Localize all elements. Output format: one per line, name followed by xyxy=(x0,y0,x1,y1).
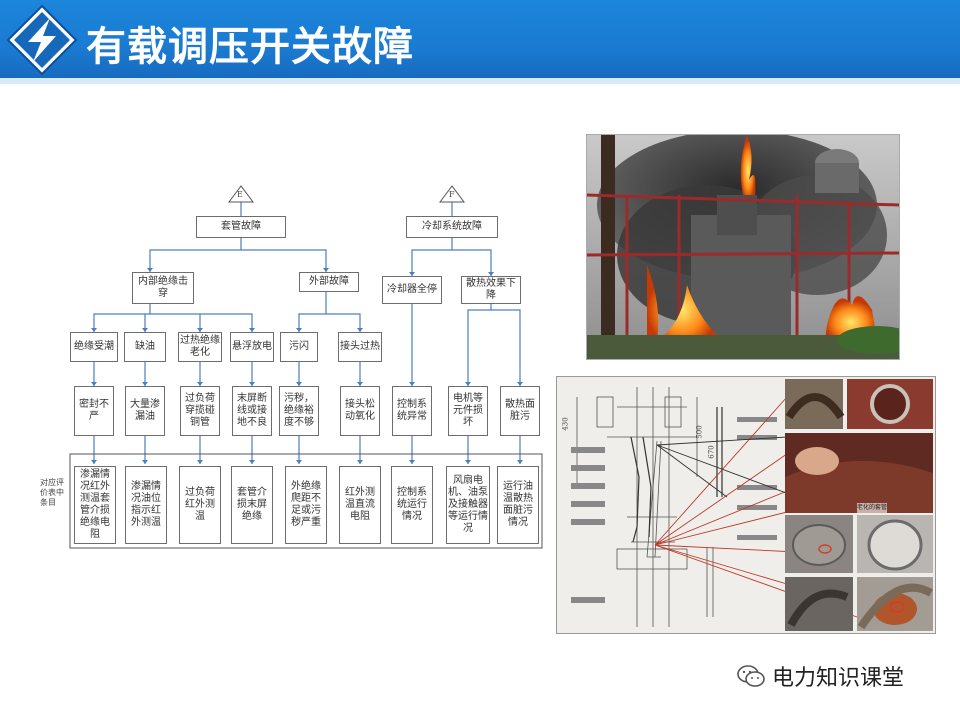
node-cooler-stop: 冷却器全停 xyxy=(382,276,442,304)
fault-pollution-flashover: 污闪 xyxy=(280,332,318,362)
fault-oil-shortage: 缺油 xyxy=(124,332,166,362)
cause-poor-seal: 密封不严 xyxy=(74,386,114,436)
node-cooling-degrade: 散热效果下降 xyxy=(461,276,521,304)
eval-item-7: 控制系统运行情况 xyxy=(391,466,433,544)
fault-tree-connectors xyxy=(69,185,543,549)
node-external-fault: 外部故障 xyxy=(299,272,359,292)
page-title: 有载调压开关故障 xyxy=(86,24,414,70)
eval-item-4: 套管介损末屏绝缘 xyxy=(231,466,273,544)
dimension-label-670: 670 xyxy=(707,445,716,459)
root-label-e: E xyxy=(237,190,243,199)
cause-component-damage: 电机等元件损坏 xyxy=(448,386,488,436)
eval-table-label: 对应评价表中条目 xyxy=(40,478,64,507)
wechat-icon xyxy=(737,665,765,687)
cause-tap-grounding: 末屏断线或接地不良 xyxy=(232,386,272,436)
eval-item-6: 红外测温直流电阻 xyxy=(339,466,381,544)
fault-joint-overheat: 接头过热 xyxy=(338,332,382,362)
eval-item-5: 外绝缘爬距不足或污秽严重 xyxy=(285,466,327,544)
cause-contamination: 污秽，绝缘裕度不够 xyxy=(279,386,319,436)
node-cooling-fault: 冷却系统故障 xyxy=(406,216,498,238)
header-bar: 有载调压开关故障 xyxy=(0,0,960,84)
cause-oil-leak: 大量渗漏油 xyxy=(125,386,165,436)
node-bushing-fault: 套管故障 xyxy=(196,216,286,238)
watermark-text: 电力知识课堂 xyxy=(772,666,905,691)
fault-tree-diagram: E F 套管故障 冷却系统故障 内部绝缘击穿 外部故障 冷却器全停 散热效果下降… xyxy=(40,180,550,560)
transformer-fire-photo xyxy=(586,134,900,360)
eval-item-3: 过负荷红外测温 xyxy=(179,466,221,544)
cause-joint-oxidation: 接头松动氧化 xyxy=(340,386,380,436)
fault-moisture: 绝缘受潮 xyxy=(70,332,118,362)
detail-caption: 老化的套管 xyxy=(857,503,888,513)
eval-item-1: 渗漏情况红外测温套管介损绝缘电阻 xyxy=(74,466,116,544)
eval-item-2: 渗漏情况油位指示红外测温 xyxy=(125,466,167,544)
dimension-label-430: 430 xyxy=(561,417,570,431)
cause-dirty-radiator: 散热面脏污 xyxy=(500,386,540,436)
cause-control-abnormal: 控制系统异常 xyxy=(392,386,432,436)
lightning-logo-icon xyxy=(6,4,78,76)
node-internal-breakdown: 内部绝缘击穿 xyxy=(132,272,194,304)
eval-item-9: 运行油温散热面脏污情况 xyxy=(497,466,539,544)
eval-item-8: 风扇电机、油泵及接触器等运行情况 xyxy=(446,466,490,544)
bushing-section-drawing: 430 500 670 老化的套管 xyxy=(556,376,936,634)
dimension-label-500: 500 xyxy=(695,425,704,439)
fault-floating-discharge: 悬浮放电 xyxy=(230,332,274,362)
watermark: 电力知识课堂 xyxy=(736,660,904,692)
cause-overload: 过负荷穿揽碰铜管 xyxy=(180,386,220,436)
root-label-f: F xyxy=(449,190,455,199)
fault-overheat-aging: 过热绝缘老化 xyxy=(178,332,222,362)
header-stripe xyxy=(0,78,960,84)
